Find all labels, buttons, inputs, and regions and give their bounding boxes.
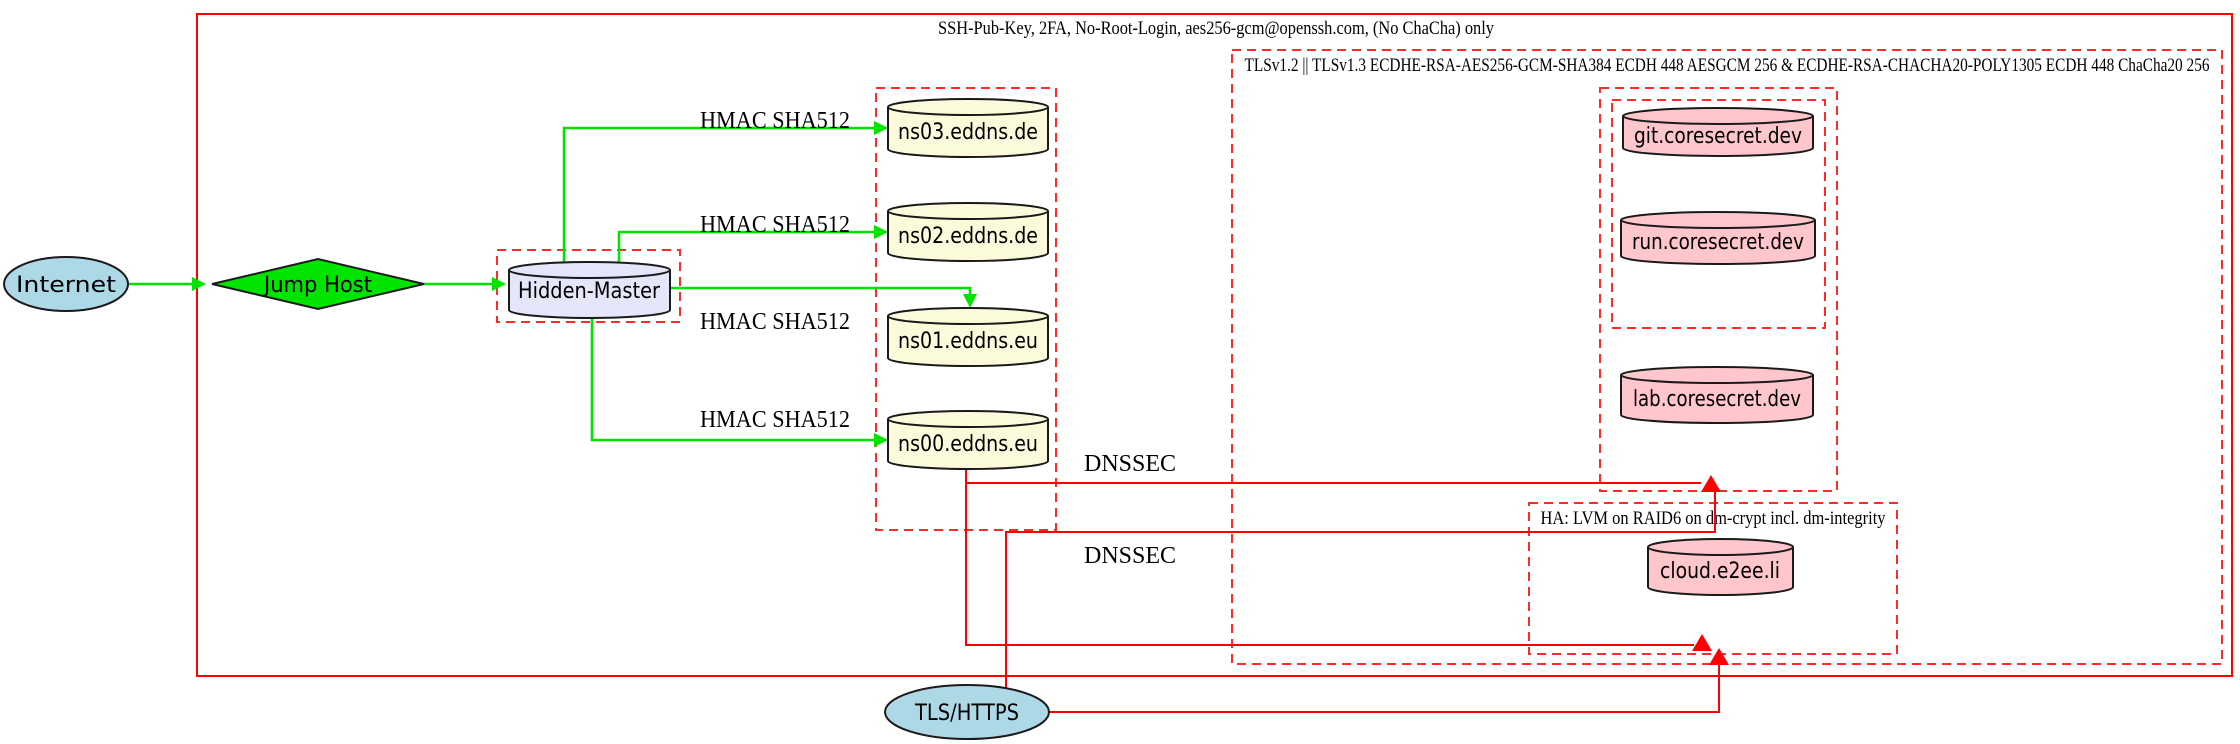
ns02-label: ns02.eddns.de bbox=[898, 224, 1038, 249]
edge-hiddenmaster-to-ns02 bbox=[617, 230, 874, 263]
git-label: git.coresecret.dev bbox=[1634, 124, 1802, 149]
run-label: run.coresecret.dev bbox=[1632, 230, 1804, 255]
ns03-cylinder-arc bbox=[887, 106, 1049, 116]
ns01-cylinder-arc bbox=[887, 315, 1049, 325]
git-node bbox=[1622, 107, 1814, 157]
arrowhead-into-ns03 bbox=[874, 121, 888, 135]
arrowhead-into-ha-right bbox=[1709, 648, 1729, 665]
git-cylinder-arc bbox=[1622, 115, 1814, 125]
edge-label-dnssec-lower: DNSSEC bbox=[1084, 543, 1176, 569]
edge-ns00-to-coresecret bbox=[965, 469, 1701, 484]
run-cylinder-arc bbox=[1620, 219, 1816, 229]
ssh-zone-box bbox=[196, 13, 2233, 677]
edge-hiddenmaster-to-ns00 bbox=[590, 317, 874, 442]
lab-cylinder-arc bbox=[1620, 374, 1814, 384]
edge-label-hmac-ns03: HMAC SHA512 bbox=[700, 108, 850, 134]
jump-host-label: Jump Host bbox=[262, 273, 372, 298]
ha-zone-label: HA: LVM on RAID6 on dm-crypt incl. dm-in… bbox=[1541, 508, 1886, 529]
edge-label-hmac-ns01: HMAC SHA512 bbox=[700, 309, 850, 335]
tls-zone-label: TLSv1.2 || TLSv1.3 ECDHE-RSA-AES256-GCM-… bbox=[1245, 55, 2210, 76]
ssh-zone-label: SSH-Pub-Key, 2FA, No-Root-Login, aes256-… bbox=[938, 18, 1494, 39]
cloud-cylinder-arc bbox=[1647, 546, 1794, 556]
jump-host-node bbox=[211, 257, 425, 311]
ns01-label: ns01.eddns.eu bbox=[898, 329, 1038, 354]
edge-tlshttps-to-coresecret bbox=[1005, 492, 1716, 688]
tls-https-label: TLS/HTTPS bbox=[914, 701, 1019, 726]
arrowhead-into-ns02 bbox=[874, 225, 888, 239]
run-node bbox=[1620, 211, 1816, 265]
edge-label-hmac-ns02: HMAC SHA512 bbox=[700, 212, 850, 238]
ha-zone-box bbox=[1528, 502, 1898, 655]
ns02-cylinder-arc bbox=[887, 210, 1049, 220]
edge-hiddenmaster-to-ns03 bbox=[562, 126, 874, 263]
arrowhead-into-ns01 bbox=[963, 294, 977, 308]
internet-node bbox=[3, 256, 129, 312]
hidden-master-cylinder-arc bbox=[508, 269, 671, 279]
arrowhead-into-jumphost bbox=[192, 277, 206, 291]
arrowhead-into-hiddenmaster bbox=[492, 277, 506, 291]
arrowhead-into-coresecret bbox=[1701, 475, 1721, 492]
edge-label-hmac-ns00: HMAC SHA512 bbox=[700, 407, 850, 433]
edge-label-dnssec-upper: DNSSEC bbox=[1084, 451, 1176, 477]
edge-ns00-to-ha bbox=[965, 483, 1694, 646]
lab-label: lab.coresecret.dev bbox=[1633, 387, 1801, 412]
tls-zone-box bbox=[1231, 49, 2223, 665]
ns00-cylinder-arc bbox=[887, 418, 1049, 428]
edge-hiddenmaster-to-ns01 bbox=[670, 286, 972, 294]
cloud-label: cloud.e2ee.li bbox=[1660, 559, 1780, 584]
tls-https-node bbox=[884, 684, 1050, 740]
edge-tlshttps-to-ha bbox=[1049, 664, 1720, 713]
arrowhead-into-ha-left bbox=[1692, 634, 1712, 651]
coresecret-inner-group-box bbox=[1611, 99, 1826, 329]
arrowhead-into-ns00 bbox=[874, 433, 888, 447]
ns03-label: ns03.eddns.de bbox=[898, 120, 1038, 145]
internet-label: Internet bbox=[16, 273, 116, 298]
ns00-label: ns00.eddns.eu bbox=[898, 432, 1038, 457]
hidden-master-label: Hidden-Master bbox=[518, 279, 661, 304]
